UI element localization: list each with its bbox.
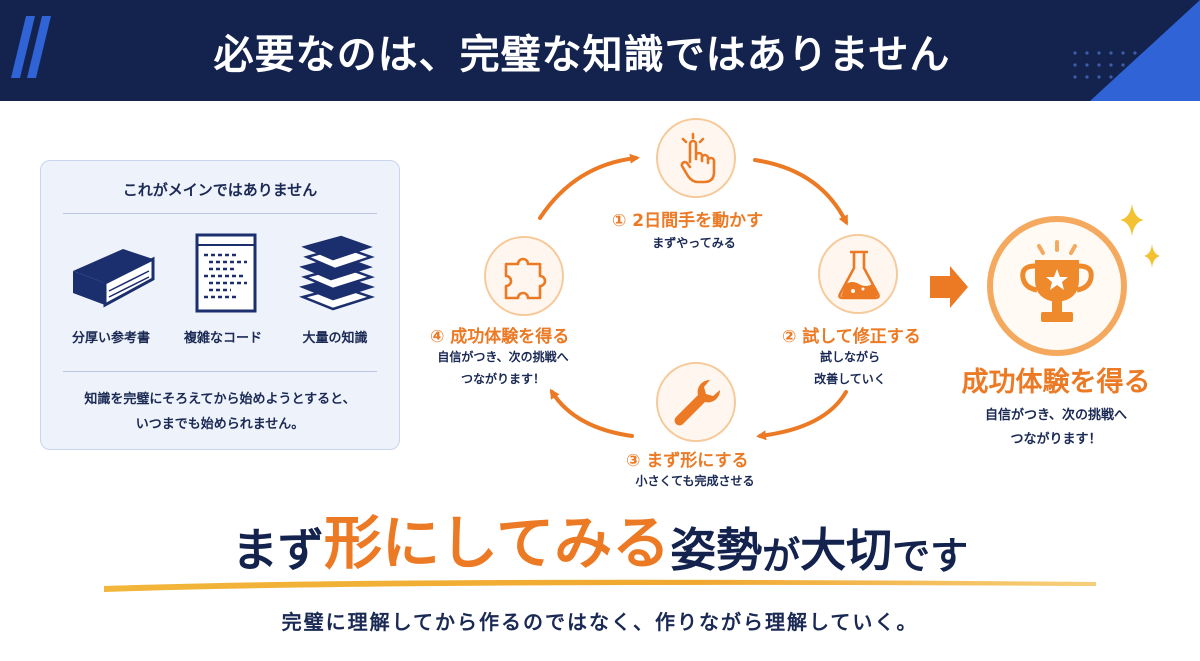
result-sub-line: 自信がつき、次の挑戦へ bbox=[984, 408, 1128, 423]
step-4-sub-line: 自信がつき、次の挑戦へ bbox=[437, 350, 569, 364]
sparkle-icon bbox=[1120, 204, 1160, 268]
panel-item-stack: 大量の知識 bbox=[279, 231, 389, 351]
not-main-panel: これがメインではありません 分厚い参考書 複雑なコード bbox=[40, 160, 400, 450]
subline: 完璧に理解してから作るのではなく、作りながら理解していく。 bbox=[281, 610, 919, 634]
step-3-sub-line: 小さくても完成させる bbox=[635, 474, 755, 488]
panel-note-line: 知識を完璧にそろえてから始めようとすると、 bbox=[84, 392, 356, 407]
step-1-title: ① 2日間手を動かす bbox=[612, 211, 764, 231]
headline: まず 形にしてみる 姿勢 が 大切 です bbox=[0, 500, 1200, 580]
step-2-icon-circle bbox=[818, 234, 898, 314]
step-2-sub-line: 改善していく bbox=[814, 372, 886, 386]
headline-part: が bbox=[762, 534, 801, 578]
page-title-text: 必要なのは、完璧な知識ではありません bbox=[213, 31, 951, 78]
corner-triangle-decoration-icon bbox=[1090, 0, 1200, 101]
headline-part: です bbox=[892, 534, 969, 578]
slash-decoration-icon bbox=[11, 16, 51, 78]
step-3-icon-circle bbox=[656, 362, 736, 442]
step-4-sub-line: つながります！ bbox=[460, 372, 545, 386]
cycle-arrow-2-to-3 bbox=[756, 390, 848, 441]
step-2-title: ② 試して修正する bbox=[782, 327, 921, 347]
step-2-sub-line: 試しながら bbox=[819, 350, 880, 364]
panel-item-label: 分厚い参考書 bbox=[71, 331, 150, 346]
page-title: 必要なのは、完璧な知識ではありません bbox=[0, 0, 1200, 101]
puzzle-icon bbox=[504, 257, 547, 300]
panel-note-line: いつまでも始められません。 bbox=[135, 417, 305, 432]
headline-part: 大切 bbox=[800, 523, 893, 577]
result-arrow-icon bbox=[930, 266, 968, 308]
step-1-sub: まずやってみる bbox=[612, 232, 776, 254]
cycle-arrow-4-to-1 bbox=[538, 153, 640, 220]
step-3-sub: 小さくても完成させる bbox=[600, 470, 790, 492]
hand-pointer-icon bbox=[680, 132, 716, 184]
trophy-circle bbox=[987, 216, 1127, 356]
panel-item-label: 大量の知識 bbox=[302, 331, 368, 346]
step-4-icon-circle bbox=[484, 236, 564, 316]
flask-icon bbox=[838, 250, 880, 300]
step-4-title: ④ 成功体験を得る bbox=[430, 327, 570, 347]
panel-divider-bottom bbox=[63, 371, 377, 372]
headline-underline bbox=[104, 579, 1096, 592]
result-sub: 自信がつき、次の挑戦へ つながります！ bbox=[946, 404, 1166, 452]
step-3-title: ③ まず形にする bbox=[626, 451, 749, 471]
trophy-icon bbox=[1020, 240, 1094, 322]
book-icon bbox=[73, 249, 155, 308]
result-sub-line: つながります！ bbox=[1010, 432, 1102, 447]
panel-note: 知識を完璧にそろえてから始めようとすると、 いつまでも始められません。 bbox=[41, 387, 399, 437]
result-title: 成功体験を得る bbox=[961, 367, 1151, 398]
cycle-arrow-1-to-2 bbox=[753, 158, 848, 226]
panel-title: これがメインではありません bbox=[122, 181, 318, 199]
panel-item-code: 複雑なコード bbox=[167, 231, 277, 351]
panel-item-book: 分厚い参考書 bbox=[55, 231, 165, 351]
headline-part: まず bbox=[231, 523, 324, 577]
headline-emphasis: 形にしてみる bbox=[323, 509, 671, 577]
cycle-arrow-3-to-4 bbox=[549, 388, 634, 438]
code-document-icon bbox=[195, 233, 257, 313]
step-4-sub: 自信がつき、次の挑戦へ つながります！ bbox=[418, 346, 588, 390]
book-stack-icon bbox=[299, 235, 376, 311]
wrench-icon bbox=[674, 379, 721, 426]
headline-part: 姿勢 bbox=[670, 523, 763, 577]
step-1-icon-circle bbox=[656, 118, 736, 198]
header-banner: 必要なのは、完璧な知識ではありません bbox=[0, 0, 1200, 101]
panel-item-label: 複雑なコード bbox=[183, 331, 262, 346]
step-1-sub-line: まずやってみる bbox=[652, 236, 736, 250]
step-2-sub: 試しながら 改善していく bbox=[790, 346, 910, 390]
panel-divider-top bbox=[63, 213, 377, 214]
